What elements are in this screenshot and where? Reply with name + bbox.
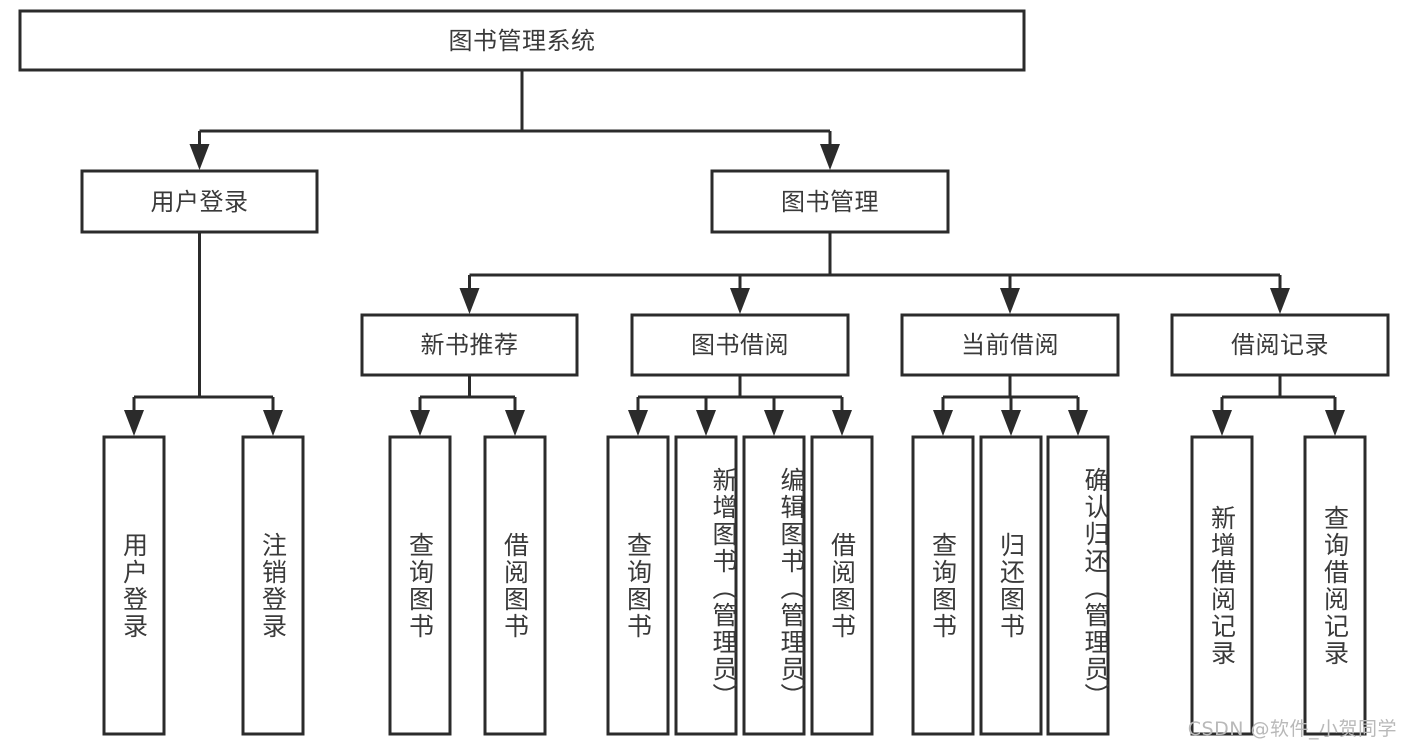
arrowhead-icon xyxy=(1000,288,1020,314)
edges-layer xyxy=(124,70,1345,436)
node-box-leaf-borrow-book[interactable] xyxy=(810,435,874,736)
node-box-book-manage[interactable] xyxy=(710,169,950,234)
arrowhead-icon xyxy=(1068,410,1088,436)
arrowhead-icon xyxy=(410,410,430,436)
arrowhead-icon xyxy=(189,144,210,170)
node-box-leaf-add-book[interactable] xyxy=(674,435,738,736)
arrowhead-icon xyxy=(1212,410,1232,436)
node-box-leaf-return-book[interactable] xyxy=(979,435,1043,736)
arrowhead-icon xyxy=(1325,410,1345,436)
watermark: CSDN @软件_小贺同学 xyxy=(1187,718,1397,740)
node-box-leaf-confirm-return[interactable] xyxy=(1046,435,1110,736)
arrowhead-icon xyxy=(505,410,525,436)
node-box-leaf-borrow-book-rec[interactable] xyxy=(483,435,547,736)
arrowhead-icon xyxy=(124,410,144,436)
node-box-leaf-add-record[interactable] xyxy=(1190,435,1254,736)
node-box-leaf-edit-book[interactable] xyxy=(742,435,806,736)
node-box-borrow-record[interactable] xyxy=(1170,313,1390,377)
arrowhead-icon xyxy=(933,410,953,436)
node-box-leaf-query-book-borrow[interactable] xyxy=(606,435,670,736)
node-box-current-borrow[interactable] xyxy=(900,313,1120,377)
node-box-leaf-query-record[interactable] xyxy=(1303,435,1367,736)
arrowhead-icon xyxy=(730,288,750,314)
node-box-user-login[interactable] xyxy=(80,169,319,234)
arrowhead-icon xyxy=(628,410,648,436)
node-box-book-borrow[interactable] xyxy=(630,313,850,377)
arrowhead-icon xyxy=(764,410,784,436)
node-box-leaf-logout[interactable] xyxy=(241,435,305,736)
node-box-new-book-rec[interactable] xyxy=(360,313,579,377)
arrowhead-icon xyxy=(696,410,716,436)
nodes-layer xyxy=(18,9,1390,736)
arrowhead-icon xyxy=(820,144,840,170)
node-box-leaf-query-book-cur[interactable] xyxy=(911,435,975,736)
node-box-leaf-query-book-rec[interactable] xyxy=(388,435,452,736)
node-box-root[interactable] xyxy=(18,9,1026,72)
arrowhead-icon xyxy=(263,410,283,436)
node-box-leaf-user-login[interactable] xyxy=(102,435,166,736)
arrowhead-icon xyxy=(1270,288,1290,314)
arrowhead-icon xyxy=(832,410,852,436)
arrowhead-icon xyxy=(459,288,480,314)
arrowhead-icon xyxy=(1001,410,1021,436)
